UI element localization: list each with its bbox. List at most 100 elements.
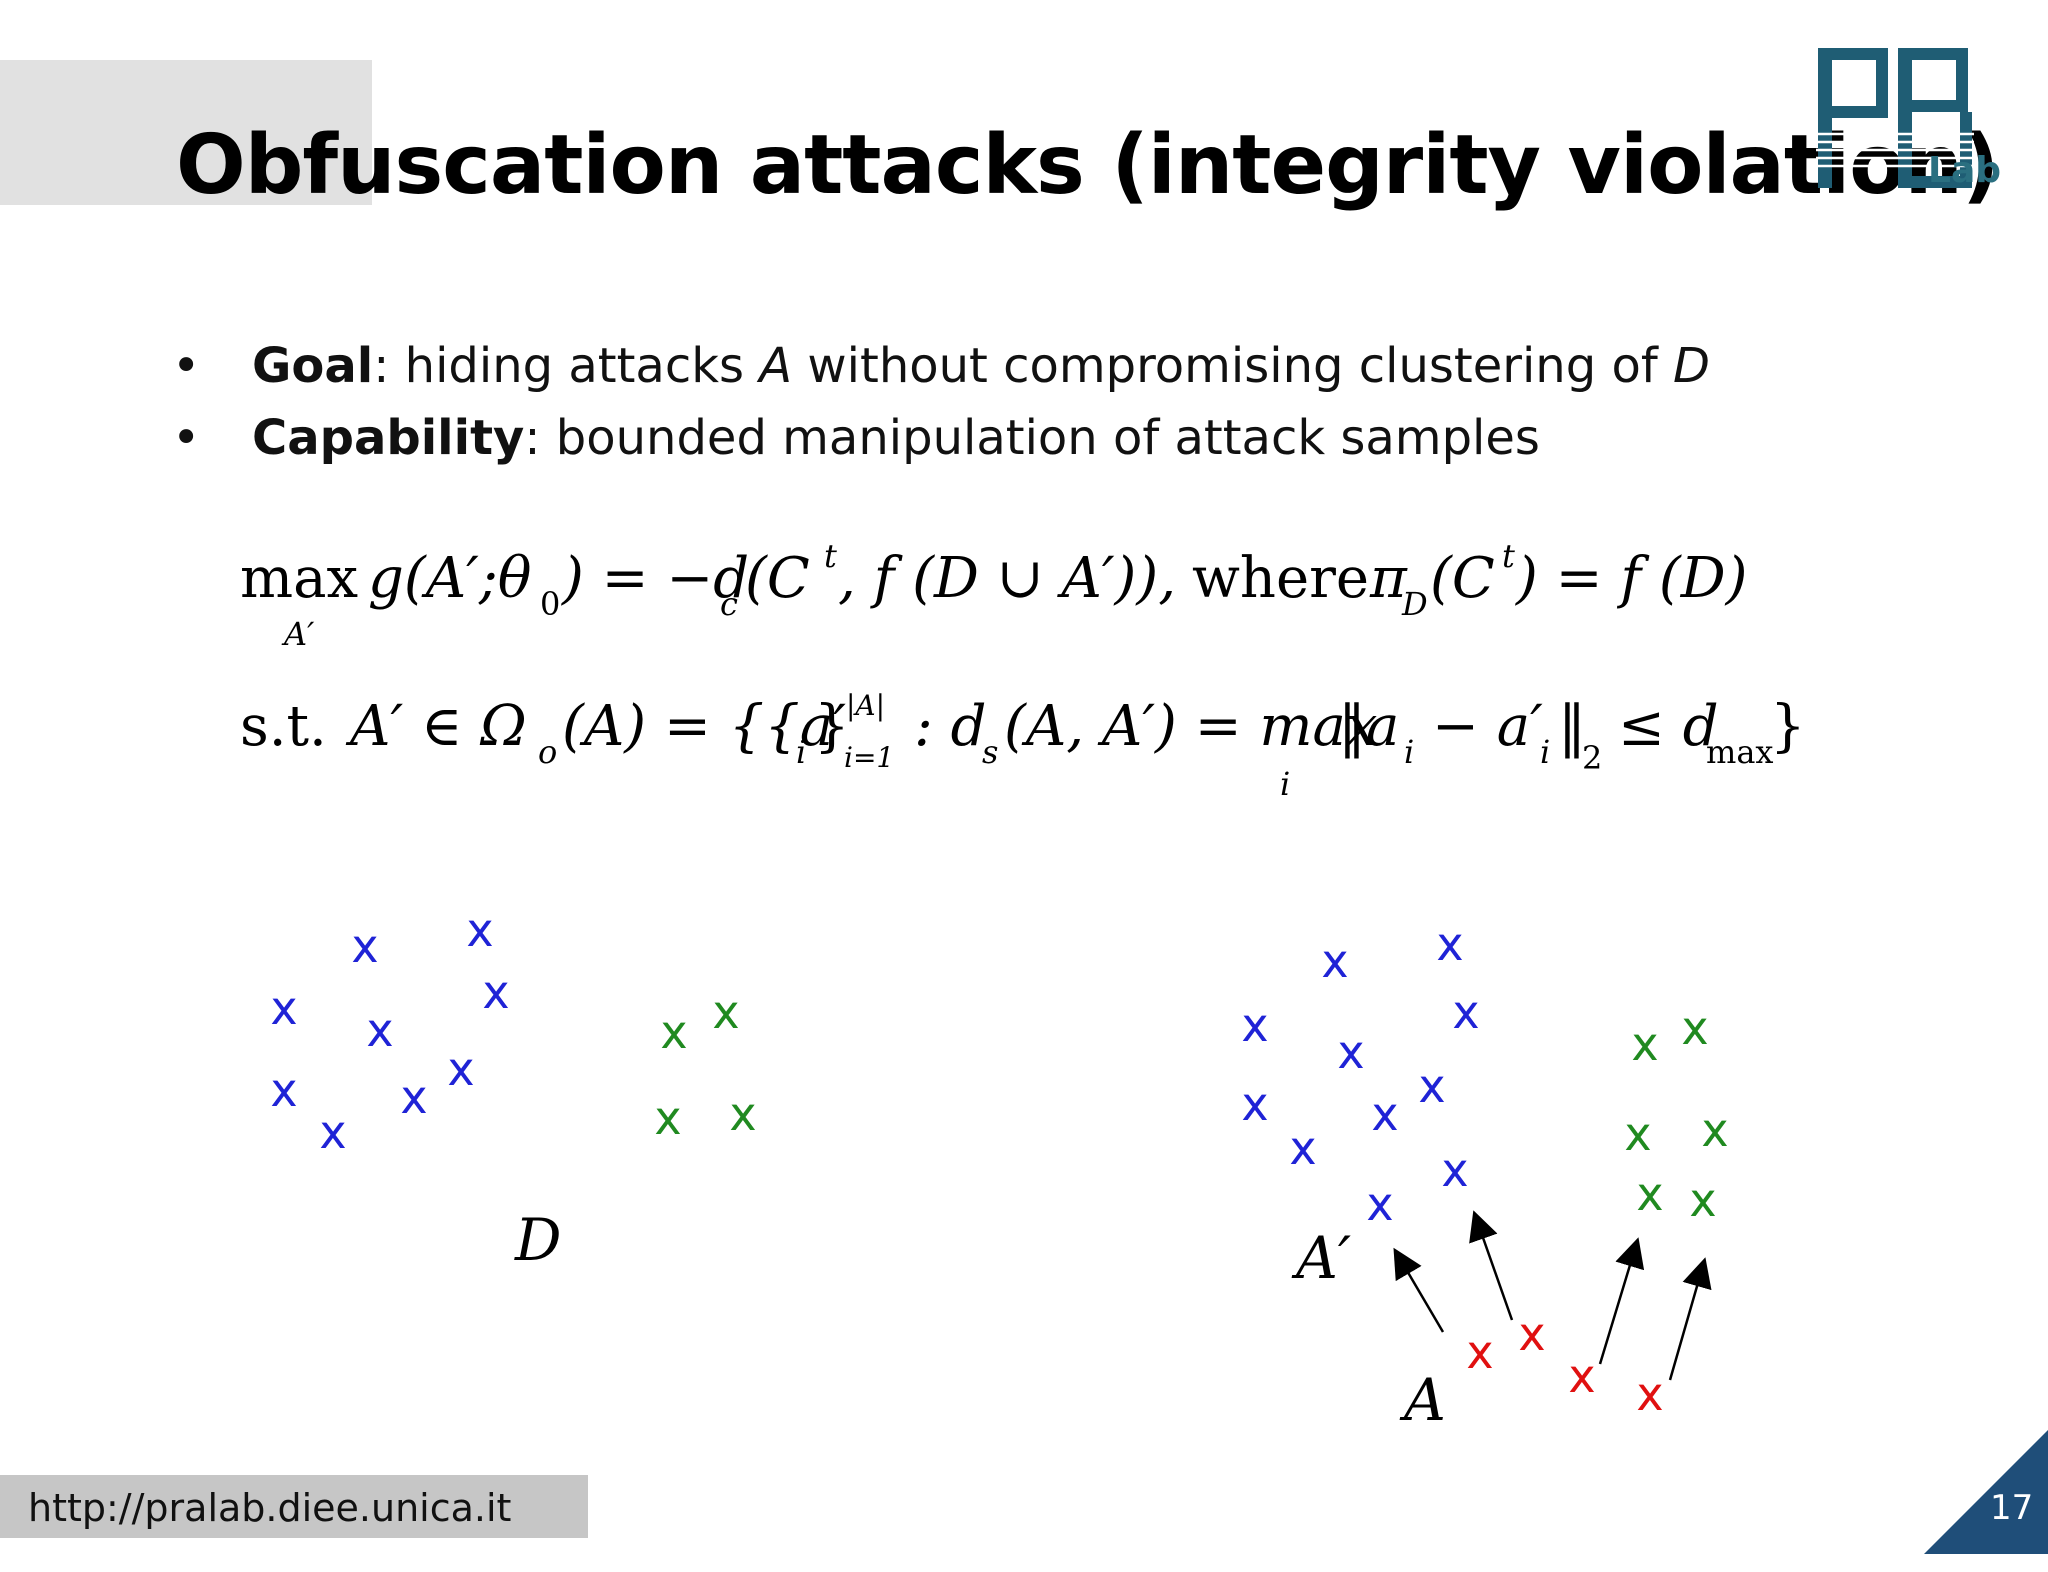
formula-max-i-sub: i: [1280, 765, 1290, 803]
bullet-list: • Goal: hiding attacks A without comprom…: [172, 330, 1710, 474]
formula-pi-rest: ) = f (D): [1515, 546, 1748, 611]
formula-a2-sub: i: [1540, 733, 1550, 771]
formula-norm: ‖a: [1338, 694, 1399, 759]
data-sample-marker: x: [482, 965, 509, 1019]
bullet-separator: :: [524, 410, 556, 466]
formula-max: max: [240, 546, 358, 611]
footer-bar: [0, 1475, 588, 1538]
manipulation-arrows: [1393, 1210, 1712, 1381]
header-bar: [0, 60, 372, 205]
formula-le-d: ≤ d: [1618, 694, 1719, 759]
formula-ct: (C: [745, 546, 810, 611]
data-sample-marker: x: [1701, 1103, 1728, 1157]
data-sample-marker: x: [1241, 1077, 1268, 1131]
formula-where: where: [1192, 546, 1369, 611]
formula-a-sub: i: [1404, 733, 1414, 771]
formula-ct-sup: t: [824, 545, 837, 575]
bullet-goal: • Goal: hiding attacks A without comprom…: [172, 330, 1710, 402]
formula-norm-close: ‖: [1558, 694, 1586, 759]
bullet-heading: Goal: [252, 338, 374, 394]
bullet-marker: •: [172, 338, 201, 394]
formula-theta-sub: 0: [540, 585, 560, 623]
formula-pi-arg: (C: [1430, 546, 1495, 611]
data-sample-marker: x: [1241, 998, 1268, 1052]
data-sample-marker: x: [351, 919, 378, 973]
formula-ds-sub: s: [982, 733, 998, 771]
bullet-marker: •: [172, 410, 201, 466]
data-sample-marker: x: [1689, 1173, 1716, 1227]
slide-title: Obfuscation attacks (integrity violation…: [176, 118, 1999, 213]
data-sample-marker: x: [1452, 985, 1479, 1039]
formula-f-union: , f (D ∪ A′)),: [838, 546, 1176, 611]
data-sample-marker: x: [1371, 1087, 1398, 1141]
data-sample-marker: x: [654, 1091, 681, 1145]
formula-omega-arg: (A) = {{a′: [562, 694, 846, 759]
formula-pi: π: [1369, 546, 1408, 611]
label-D: D: [514, 1206, 562, 1274]
manipulation-arrow: [1598, 1237, 1645, 1365]
formula-minus: − a′: [1432, 694, 1543, 759]
bullet-text: bounded manipulation of attack samples: [555, 410, 1540, 466]
data-sample-marker: x: [319, 1105, 346, 1159]
data-sample-marker: x: [270, 1063, 297, 1117]
formula-dmax-sub: max: [1706, 733, 1773, 771]
formula-ds-arg: (A, A′) = max: [1004, 694, 1378, 759]
optimization-formula: max A′ g(A′;θ 0 ) = −d c (C t , f (D ∪ A…: [240, 545, 1800, 803]
formula-ai-sub: i: [796, 733, 806, 771]
label-A: A: [1399, 1366, 1446, 1434]
data-sample-marker: x: [712, 985, 739, 1039]
formula-card-sup: |A|: [846, 689, 885, 722]
formula-max-sub: A′: [281, 615, 315, 653]
formula-card-sub: i=1: [844, 741, 894, 774]
data-sample-marker: x: [447, 1042, 474, 1096]
bullet-capability: • Capability: bounded manipulation of at…: [172, 402, 1710, 474]
data-sample-marker: x: [466, 903, 493, 957]
bullet-heading: Capability: [252, 410, 525, 466]
formula-neg-dc: ) = −d: [561, 546, 749, 611]
formula-lhs: A′ ∈ Ω: [345, 694, 527, 759]
formula-st: s.t.: [240, 694, 327, 759]
formula-dc-sub: c: [720, 585, 738, 623]
manipulation-arrow: [1668, 1257, 1712, 1381]
data-sample-marker: x: [1631, 1017, 1658, 1071]
data-sample-marker: x: [1337, 1025, 1364, 1079]
data-sample-marker: x: [400, 1070, 427, 1124]
data-sample-marker: x: [729, 1087, 756, 1141]
formula-pi-sup: t: [1502, 545, 1515, 575]
bullet-text: hiding attacks: [404, 338, 760, 394]
bullet-separator: :: [373, 338, 405, 394]
formula-omega-sub: o: [538, 733, 557, 771]
formula-brace-close: }: [1770, 694, 1800, 759]
manipulation-arrow: [1469, 1210, 1514, 1321]
data-sample-marker: x: [366, 1003, 393, 1057]
logo-lab-text: Lab: [1928, 150, 2002, 191]
formula-g: g(A′;θ: [368, 546, 531, 611]
formula-pi-sub: D: [1401, 585, 1428, 623]
bullet-var-D: D: [1672, 338, 1710, 394]
data-sample-marker: x: [1366, 1177, 1393, 1231]
data-sample-marker: x: [270, 981, 297, 1035]
data-sample-marker: x: [1441, 1143, 1468, 1197]
data-sample-marker: x: [1436, 917, 1463, 971]
footer-url: http://pralab.diee.unica.it: [28, 1486, 512, 1530]
formula-two: 2: [1582, 739, 1602, 777]
label-A-prime: A′: [1291, 1224, 1351, 1292]
data-sample-marker: x: [1636, 1167, 1663, 1221]
formula-set-close: }: [814, 694, 850, 759]
formula-ds: : d: [914, 694, 987, 759]
data-sample-marker: x: [1681, 1001, 1708, 1055]
data-sample-marker: x: [1321, 934, 1348, 988]
data-sample-marker: x: [660, 1005, 687, 1059]
attack-sample-marker: x: [1636, 1367, 1663, 1421]
data-sample-marker: x: [1624, 1107, 1651, 1161]
data-sample-marker: x: [1289, 1121, 1316, 1175]
attack-sample-marker: x: [1518, 1307, 1545, 1361]
page-corner-triangle: [1924, 1430, 2048, 1554]
manipulation-arrow: [1393, 1247, 1445, 1333]
page-number: 17: [1990, 1488, 2034, 1528]
data-sample-marker: x: [1418, 1059, 1445, 1113]
pralab-logo: [1816, 48, 1974, 188]
attack-sample-marker: x: [1568, 1349, 1595, 1403]
